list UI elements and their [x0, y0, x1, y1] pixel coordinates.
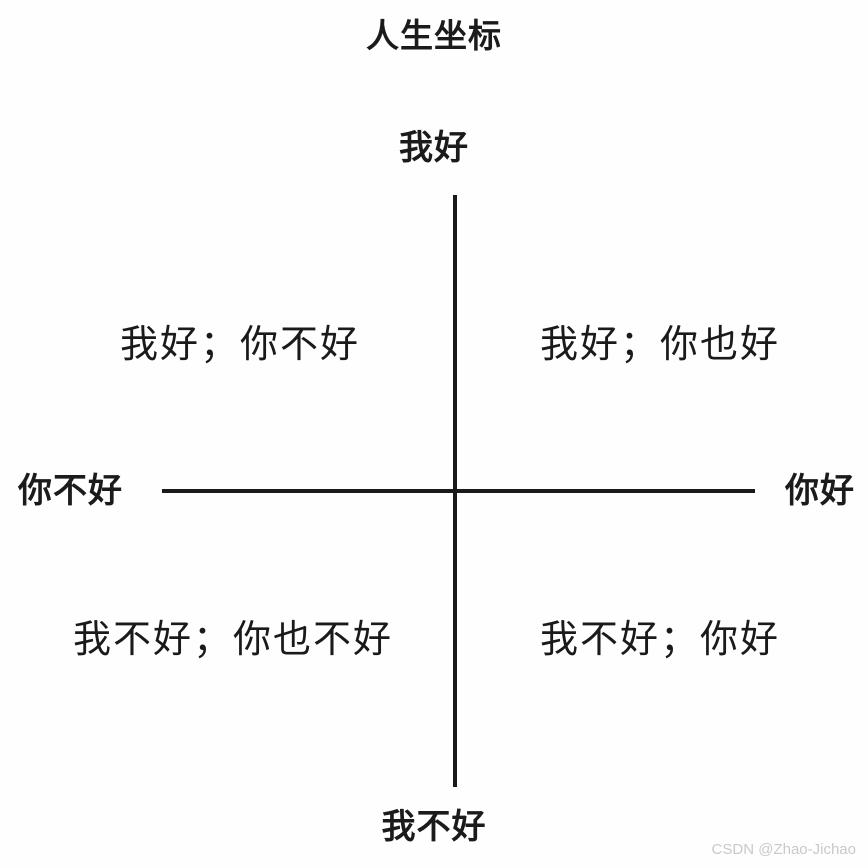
quadrant-label-upper-right: 我好；你也好 [539, 324, 780, 366]
axis-label-y-positive: 我好 [399, 129, 469, 167]
page-title: 人生坐标 [366, 17, 502, 54]
axis-label-y-negative: 我不好 [381, 808, 487, 846]
axis-label-x-negative: 你不好 [18, 472, 123, 510]
quadrant-label-upper-left: 我好；你不好 [119, 324, 360, 366]
horizontal-axis-line [162, 489, 755, 493]
quadrant-label-lower-left: 我不好；你也不好 [72, 619, 393, 661]
axis-label-x-positive: 你好 [785, 472, 855, 510]
watermark: CSDN @Zhao-Jichao [711, 841, 856, 858]
quadrant-label-lower-right: 我不好；你好 [539, 619, 780, 661]
